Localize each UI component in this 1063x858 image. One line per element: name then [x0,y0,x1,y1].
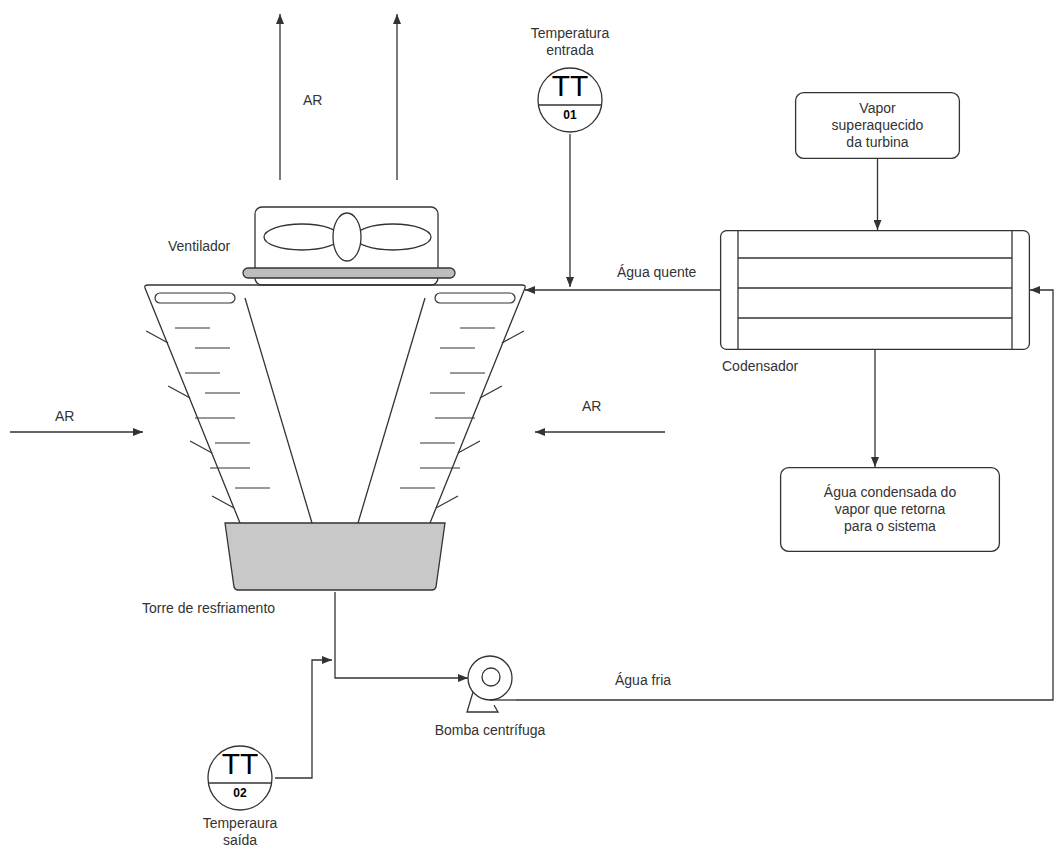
process-box: Vapor superaquecido da turbina [795,92,960,159]
text-label: Ventilador [168,238,230,255]
process-box: Água condensada do vapor que retorna par… [780,467,1000,552]
fan-shaft-plate [243,268,455,278]
flow-label: Água quente [617,264,696,281]
text-holder: TT [207,748,273,780]
centrifugal-pump: Bomba centrífuga [464,652,516,714]
centrifugal-pump-outline [464,652,516,714]
condenser-outline [720,230,1030,350]
instrument-tag: TT [207,748,273,780]
pipe-connector [874,350,875,467]
instrument-number: 01 [537,108,603,122]
sensor-label: Temperatura entrada [522,25,618,59]
text-label: AR [303,92,322,109]
pipe-connector [335,592,468,678]
instrument-tag: TT [537,70,603,102]
air-arrow [10,431,143,432]
text-label: AR [582,398,601,415]
temperature-transmitter: Temperatura entradaTT01 [537,67,603,133]
equipment-label: Bomba centrífuga [404,722,576,739]
text-holder: Temperatura entrada [522,25,618,59]
text-holder: TT [537,70,603,102]
temperature-transmitter: TT02Temperaura saída [207,745,273,811]
pipe-connector [516,290,1053,700]
box-text: Água condensada do vapor que retorna par… [822,484,958,535]
text-holder: AR [303,92,322,109]
condenser: Codensador [720,230,1030,350]
text-holder: Água quente [617,264,696,281]
sensor-label: Temperaura saída [192,815,288,849]
equipment-label: Torre de resfriamento [142,600,275,617]
text-holder: Torre de resfriamento [142,600,275,617]
text-holder: Temperaura saída [192,815,288,849]
fan-blade [264,224,340,250]
flow-label: Água fria [615,672,671,689]
text-holder: 01 [537,108,603,122]
equipment-label: Codensador [722,358,798,375]
text-holder: Ventilador [168,238,230,255]
text-holder: Água fria [615,672,671,689]
text-holder: AR [582,398,601,415]
fan-blade [355,224,431,250]
cooling-tower: Torre de resfriamento [140,283,530,592]
sensor-leader [569,134,570,287]
text-holder: AR [55,408,74,425]
text-holder: 02 [207,786,273,800]
text-holder: Bomba centrífuga [404,722,576,739]
fan-hub [333,213,361,261]
pipe-connector [877,159,878,230]
cooling-tower-outline [140,283,530,592]
pipe-connector [525,289,720,290]
text-holder: Codensador [722,358,798,375]
air-arrow [535,431,665,432]
air-arrow [279,14,280,180]
text-label: AR [55,408,74,425]
sensor-leader [275,660,332,778]
box-text: Vapor superaquecido da turbina [823,100,932,151]
air-arrow [396,14,397,180]
instrument-number: 02 [207,786,273,800]
